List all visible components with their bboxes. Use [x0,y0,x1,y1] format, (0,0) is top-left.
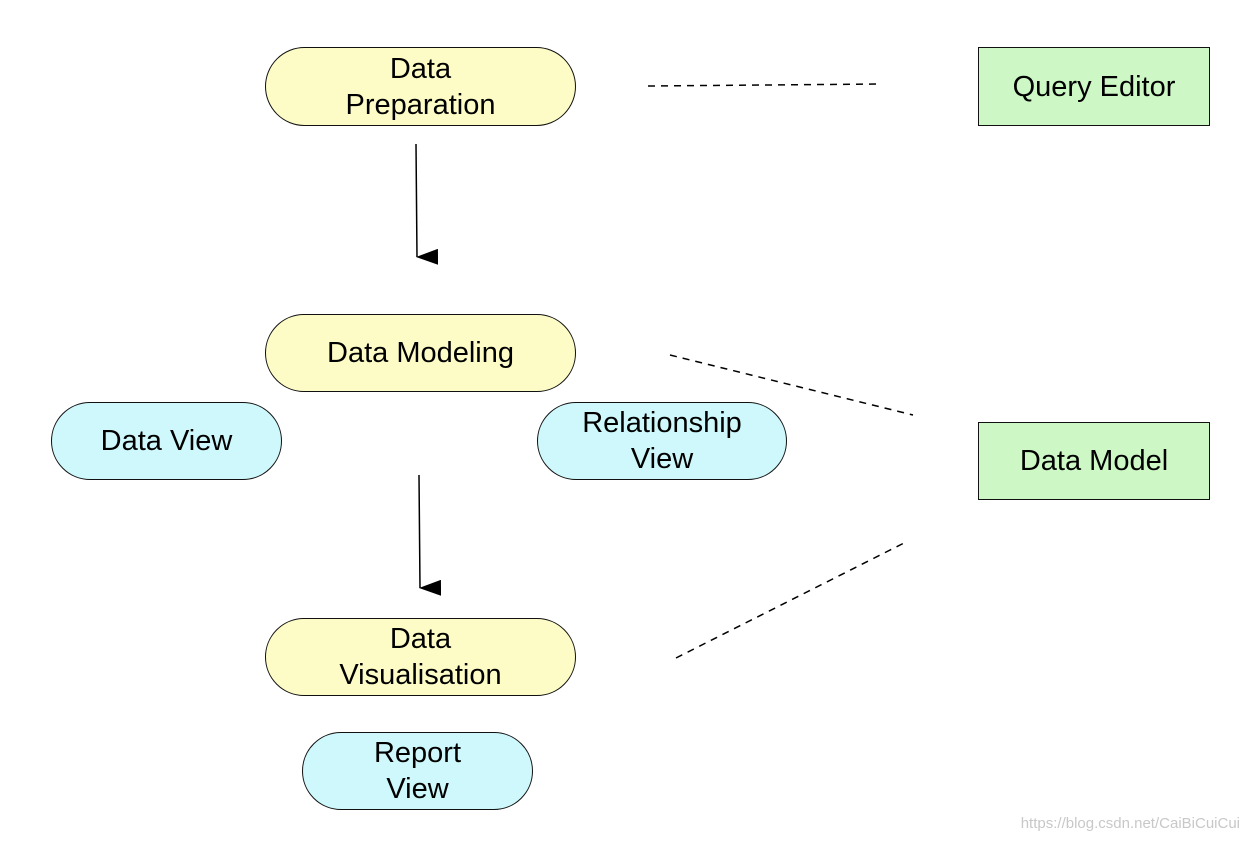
watermark-text: https://blog.csdn.net/CaiBiCuiCui [1020,815,1240,832]
data-preparation-label: Data Preparation [345,52,496,121]
data-preparation-node: Data Preparation [265,47,576,126]
report-view-node: Report View [302,732,533,810]
data-modeling-node: Data Modeling [265,314,576,392]
dashed-link-visualisation-data-model [675,540,909,659]
data-visualisation-label: Data Visualisation [339,623,502,691]
arrow-prep-to-modeling [415,143,439,265]
arrow-modeling-to-visualisation [418,474,442,596]
data-visualisation-node: Data Visualisation [265,618,576,696]
query-editor-node: Query Editor [978,47,1210,126]
data-view-node: Data View [51,402,282,480]
query-editor-label: Query Editor [1012,70,1176,103]
dashed-link-modeling-data-model [669,354,914,416]
report-view-label: Report View [373,737,462,805]
data-modeling-label: Data Modeling [327,337,514,369]
relationship-view-node: Relationship View [537,402,787,480]
data-model-node: Data Model [978,422,1210,500]
data-view-label: Data View [100,425,233,457]
relationship-view-label: Relationship View [582,407,742,475]
data-model-label: Data Model [1019,445,1169,477]
dashed-link-prep-query-editor [647,83,883,87]
